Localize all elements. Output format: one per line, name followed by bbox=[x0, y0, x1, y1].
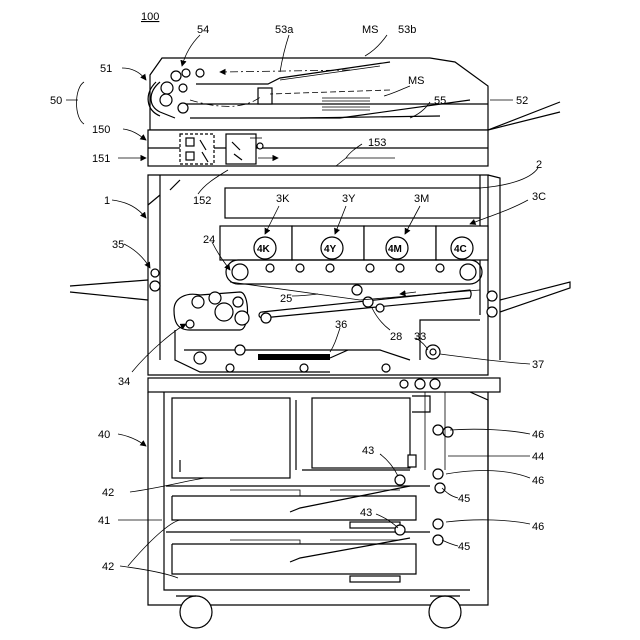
label-3m: 3M bbox=[414, 193, 429, 205]
label-53b: 53b bbox=[398, 24, 416, 36]
label-42-a: 42 bbox=[102, 487, 114, 499]
label-25: 25 bbox=[280, 293, 292, 305]
label-37: 37 bbox=[532, 359, 544, 371]
label-34: 34 bbox=[118, 376, 130, 388]
label-45-a: 45 bbox=[458, 493, 470, 505]
label-3k: 3K bbox=[276, 193, 290, 205]
figure-number: 100 bbox=[141, 11, 159, 23]
document-feeder bbox=[148, 58, 560, 130]
label-54: 54 bbox=[197, 24, 209, 36]
label-46-c: 46 bbox=[532, 521, 544, 533]
drum-y: 4Y bbox=[321, 237, 343, 259]
label-152: 152 bbox=[193, 195, 211, 207]
label-35: 35 bbox=[112, 239, 124, 251]
label-41: 41 bbox=[98, 515, 110, 527]
reading-section bbox=[148, 130, 488, 166]
label-51: 51 bbox=[100, 63, 112, 75]
label-3y: 3Y bbox=[342, 193, 356, 205]
label-42-b: 42 bbox=[102, 561, 114, 573]
feed-unit bbox=[148, 378, 500, 628]
reference-labels: 54 53a MS 53b 51 50 MS 52 55 150 153 151… bbox=[50, 24, 546, 573]
label-150: 150 bbox=[92, 124, 110, 136]
label-53a: 53a bbox=[275, 24, 294, 36]
label-43-a: 43 bbox=[362, 445, 374, 457]
label-2: 2 bbox=[536, 159, 542, 171]
label-45-b: 45 bbox=[458, 541, 470, 553]
label-36: 36 bbox=[335, 319, 347, 331]
drum-y-label: 4Y bbox=[324, 244, 337, 255]
drum-k-label: 4K bbox=[257, 244, 271, 255]
label-33: 33 bbox=[414, 331, 426, 343]
label-151: 151 bbox=[92, 153, 110, 165]
label-46-a: 46 bbox=[532, 429, 544, 441]
label-ms-mid: MS bbox=[408, 75, 425, 87]
drum-m: 4M bbox=[386, 237, 408, 259]
label-153: 153 bbox=[368, 137, 386, 149]
label-55: 55 bbox=[434, 95, 446, 107]
label-3c: 3C bbox=[532, 191, 546, 203]
label-1: 1 bbox=[104, 195, 110, 207]
label-40: 40 bbox=[98, 429, 110, 441]
drum-k: 4K bbox=[254, 237, 276, 259]
printer-body: 4K 4Y 4M 4C bbox=[70, 175, 570, 375]
label-24: 24 bbox=[203, 234, 215, 246]
label-52: 52 bbox=[516, 95, 528, 107]
label-ms-top: MS bbox=[362, 24, 379, 36]
drum-c: 4C bbox=[451, 237, 473, 259]
label-46-b: 46 bbox=[532, 475, 544, 487]
label-50: 50 bbox=[50, 95, 62, 107]
label-43-b: 43 bbox=[360, 507, 372, 519]
label-28: 28 bbox=[390, 331, 402, 343]
label-44: 44 bbox=[532, 451, 544, 463]
drum-m-label: 4M bbox=[388, 244, 402, 255]
drum-c-label: 4C bbox=[454, 244, 467, 255]
